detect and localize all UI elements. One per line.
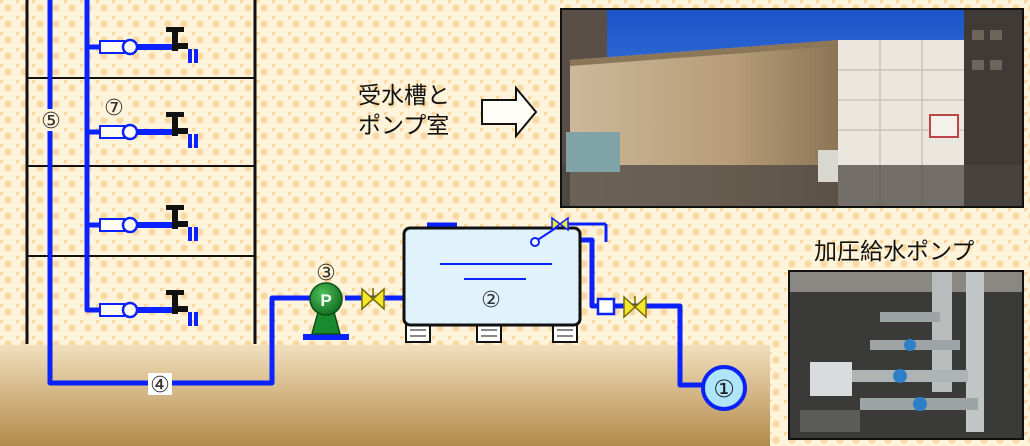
riser-pipe (47, 0, 315, 386)
faucet-icon (98, 25, 200, 65)
inlet-valve-icon (623, 295, 647, 319)
pump-room-photo (560, 8, 1024, 208)
label-line-2: ポンプ室 (358, 112, 450, 138)
arrow-right-icon (481, 85, 538, 139)
faucet-icon (98, 288, 200, 328)
meter-box (596, 297, 616, 316)
marker-pump: ③ (316, 261, 336, 286)
faucet-icon (98, 203, 200, 243)
ground (0, 345, 770, 446)
label-line-1: 受水槽と (358, 82, 450, 108)
receiving-tank (402, 216, 582, 327)
tank-supports (405, 323, 578, 343)
marker-underground-pipe: ④ (150, 373, 170, 398)
tank-pump-room-label: 受水槽と ポンプ室 (358, 80, 450, 140)
pressure-pump-photo (788, 270, 1024, 440)
marker-water-main: ① (713, 375, 735, 403)
supply-pipes (47, 0, 705, 388)
gate-valve-icon (361, 287, 385, 311)
marker-receiving-tank: ② (481, 288, 501, 313)
marker-riser-pipe: ⑤ (41, 109, 61, 134)
water-main-icon: ① (701, 365, 747, 411)
building (25, 0, 257, 344)
faucet-set (98, 25, 200, 328)
pump-icon: P (303, 282, 349, 340)
pump-symbol: P (320, 291, 331, 310)
pressure-pump-label: 加圧給水ポンプ (814, 238, 975, 264)
marker-branch-pipe: ⑦ (104, 96, 124, 121)
